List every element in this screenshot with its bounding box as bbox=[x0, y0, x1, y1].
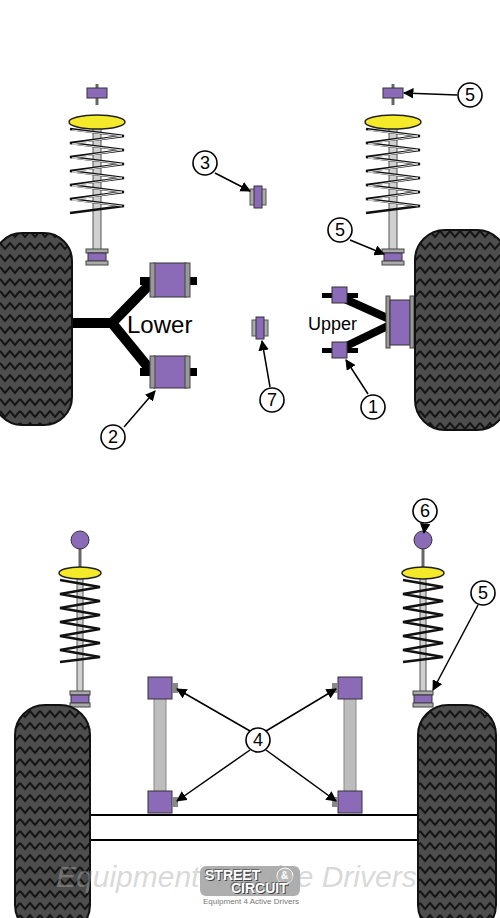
callout-number: 6 bbox=[412, 498, 438, 524]
arm-label: Lower bbox=[127, 313, 192, 337]
callout-circle: 5 bbox=[327, 217, 353, 243]
callout-circle: 7 bbox=[259, 387, 285, 413]
logo-text: & bbox=[281, 871, 288, 881]
callout-number: 5 bbox=[470, 580, 496, 606]
callout-circle: 3 bbox=[192, 150, 218, 176]
callout-number: 3 bbox=[192, 150, 218, 176]
callout-circle: 1 bbox=[360, 394, 386, 420]
logo-text: CIRCUIT bbox=[231, 881, 288, 895]
callout-number: 1 bbox=[360, 394, 386, 420]
callout-circle: 5 bbox=[457, 82, 483, 108]
arm-label: Upper bbox=[308, 315, 357, 333]
callout-number: 5 bbox=[327, 217, 353, 243]
callout-circle: 6 bbox=[412, 498, 438, 524]
callout-circle: 2 bbox=[100, 424, 126, 450]
callout-number: 5 bbox=[457, 82, 483, 108]
logo-tagline: Equipment 4 Active Drivers bbox=[203, 898, 299, 906]
logo-text: STREET bbox=[205, 868, 260, 882]
callout-number: 7 bbox=[259, 387, 285, 413]
callout-number: 2 bbox=[100, 424, 126, 450]
callout-circle: 4 bbox=[245, 727, 271, 753]
callout-circle: 5 bbox=[470, 580, 496, 606]
callout-number: 4 bbox=[245, 727, 271, 753]
